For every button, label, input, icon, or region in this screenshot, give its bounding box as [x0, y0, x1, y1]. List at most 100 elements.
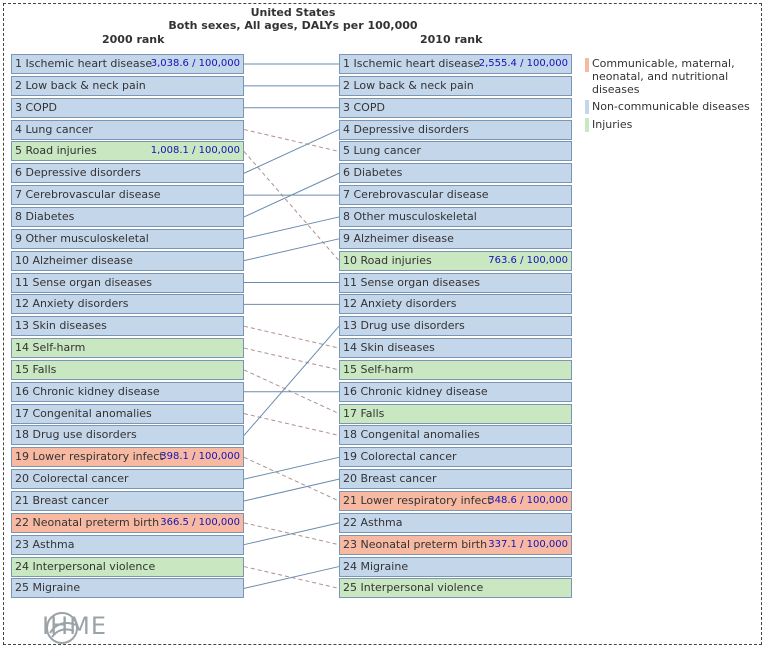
- rank-label: 1 Ischemic heart disease: [15, 57, 153, 70]
- rank-label: 2 Low back & neck pain: [343, 78, 474, 92]
- rank-link-depressive-disorders: [243, 129, 340, 174]
- rate-value-label: 337.1 / 100,000: [488, 538, 568, 550]
- rank-box-2010-skin-diseases: 14 Skin diseases: [339, 338, 572, 359]
- column-header-2010: 2010 rank: [420, 33, 483, 46]
- rank-label: 13 Skin diseases: [15, 319, 107, 333]
- ihme-logo-text: IHME: [42, 612, 107, 640]
- rank-box-2000-road-injuries: 5 Road injuries 1,008.1 / 100,000: [11, 141, 244, 162]
- rank-label: 19 Colorectal cancer: [343, 450, 457, 464]
- rank-box-2000-asthma: 23 Asthma: [11, 534, 244, 555]
- rank-label: 21 Breast cancer: [15, 494, 109, 507]
- rank-box-2000-low-back-neck-pain: 2 Low back & neck pain: [11, 75, 244, 96]
- legend-label-communicable: Communicable, maternal, neonatal, and nu…: [592, 57, 735, 96]
- rank-box-2010-drug-use-disorders: 13 Drug use disorders: [339, 316, 572, 337]
- rank-label: 22 Asthma: [343, 515, 403, 529]
- rank-box-2010-interpersonal-violence: 25 Interpersonal violence: [339, 578, 572, 599]
- rank-label: 9 Alzheimer disease: [343, 231, 454, 245]
- rate-value-label: 398.1 / 100,000: [160, 451, 240, 463]
- rank-box-2010-lung-cancer: 5 Lung cancer: [339, 141, 572, 162]
- rank-box-2000-congenital-anomalies: 17 Congenital anomalies: [11, 403, 244, 424]
- rank-label: 17 Falls: [343, 406, 385, 420]
- rank-link-skin-diseases: [243, 325, 340, 349]
- rank-label: 25 Interpersonal violence: [343, 581, 484, 595]
- rank-box-2000-alzheimer-disease: 10 Alzheimer disease: [11, 250, 244, 271]
- rank-box-2010-cerebrovascular-disease: 7 Cerebrovascular disease: [339, 185, 572, 206]
- rank-label: 3 COPD: [343, 100, 385, 114]
- rate-value-label: 348.6 / 100,000: [488, 495, 568, 506]
- rank-box-2000-self-harm: 14 Self-harm: [11, 338, 244, 359]
- rank-box-2000-drug-use-disorders: 18 Drug use disorders: [11, 425, 244, 446]
- rank-box-2010-chronic-kidney-disease: 16 Chronic kidney disease: [339, 381, 572, 402]
- rank-label: 7 Cerebrovascular disease: [343, 188, 489, 202]
- rank-label: 4 Lung cancer: [15, 122, 93, 136]
- rank-box-2010-alzheimer-disease: 9 Alzheimer disease: [339, 228, 572, 249]
- rate-value-label: 366.5 / 100,000: [160, 516, 240, 528]
- rank-link-congenital-anomalies: [243, 413, 340, 436]
- rank-box-2000-migraine: 25 Migraine: [11, 578, 244, 599]
- legend-label-non-communicable: Non-communicable diseases: [592, 100, 750, 113]
- rank-link-breast-cancer: [243, 478, 340, 502]
- rank-box-2010-other-musculoskeletal: 8 Other musculoskeletal: [339, 206, 572, 227]
- rank-label: 23 Asthma: [15, 537, 75, 551]
- rank-box-2000-falls: 15 Falls: [11, 359, 244, 380]
- rank-box-2010-colorectal-cancer: 19 Colorectal cancer: [339, 447, 572, 468]
- rank-label: 20 Colorectal cancer: [15, 472, 129, 486]
- rank-box-2000-lung-cancer: 4 Lung cancer: [11, 119, 244, 140]
- rank-label: 6 Depressive disorders: [15, 166, 141, 180]
- rank-box-2010-copd: 3 COPD: [339, 97, 572, 118]
- rank-link-neonatal-preterm-birth: [243, 522, 340, 546]
- legend-swatch-communicable: [585, 58, 589, 72]
- rank-box-2000-chronic-kidney-disease: 16 Chronic kidney disease: [11, 381, 244, 402]
- rank-label: 10 Alzheimer disease: [15, 253, 133, 267]
- rank-label: 7 Cerebrovascular disease: [15, 188, 161, 202]
- rank-label: 12 Anxiety disorders: [343, 297, 457, 311]
- rank-label: 1 Ischemic heart disease: [343, 57, 481, 70]
- chart-frame: [3, 3, 762, 645]
- rank-label: 17 Congenital anomalies: [15, 406, 152, 420]
- rank-box-2010-sense-organ-diseases: 11 Sense organ diseases: [339, 272, 572, 293]
- rank-link-lung-cancer: [243, 129, 340, 152]
- rank-box-2010-diabetes: 6 Diabetes: [339, 163, 572, 184]
- rank-link-drug-use-disorders: [243, 325, 340, 436]
- rank-box-2010-breast-cancer: 20 Breast cancer: [339, 469, 572, 490]
- rank-box-2000-other-musculoskeletal: 9 Other musculoskeletal: [11, 228, 244, 249]
- rank-box-2010-migraine: 24 Migraine: [339, 556, 572, 577]
- rank-label: 16 Chronic kidney disease: [343, 384, 488, 398]
- rank-label: 19 Lower respiratory infect: [15, 450, 164, 464]
- rank-box-2000-diabetes: 8 Diabetes: [11, 206, 244, 227]
- rank-link-other-musculoskeletal: [243, 216, 340, 240]
- rate-value-label: 1,008.1 / 100,000: [150, 145, 240, 157]
- rank-box-2000-skin-diseases: 13 Skin diseases: [11, 316, 244, 337]
- rank-box-2010-depressive-disorders: 4 Depressive disorders: [339, 119, 572, 140]
- column-header-2000: 2000 rank: [102, 33, 165, 46]
- rank-label: 5 Road injuries: [15, 144, 97, 158]
- rank-label: 14 Self-harm: [15, 341, 86, 355]
- rank-box-2000-depressive-disorders: 6 Depressive disorders: [11, 163, 244, 184]
- rate-value-label: 3,038.6 / 100,000: [150, 58, 240, 69]
- rank-label: 3 COPD: [15, 100, 57, 114]
- rank-label: 6 Diabetes: [343, 166, 403, 180]
- rank-box-2000-copd: 3 COPD: [11, 97, 244, 118]
- rank-label: 18 Drug use disorders: [15, 428, 137, 442]
- rank-box-2000-colorectal-cancer: 20 Colorectal cancer: [11, 469, 244, 490]
- rank-label: 12 Anxiety disorders: [15, 297, 129, 311]
- rank-label: 15 Self-harm: [343, 362, 414, 376]
- rank-box-2000-breast-cancer: 21 Breast cancer: [11, 491, 244, 511]
- chart-title: United States: [250, 6, 336, 19]
- rate-value-label: 2,555.4 / 100,000: [478, 58, 568, 69]
- rank-link-colorectal-cancer: [243, 456, 340, 480]
- rank-label: 2 Low back & neck pain: [15, 78, 146, 92]
- rank-label: 25 Migraine: [15, 581, 81, 595]
- legend-swatch-non-communicable: [585, 100, 589, 114]
- rate-value-label: 763.6 / 100,000: [488, 254, 568, 266]
- rank-label: 16 Chronic kidney disease: [15, 384, 160, 398]
- rank-link-diabetes: [243, 172, 340, 218]
- rank-label: 13 Drug use disorders: [343, 319, 465, 333]
- rank-label: 21 Lower respiratory infect: [343, 494, 492, 507]
